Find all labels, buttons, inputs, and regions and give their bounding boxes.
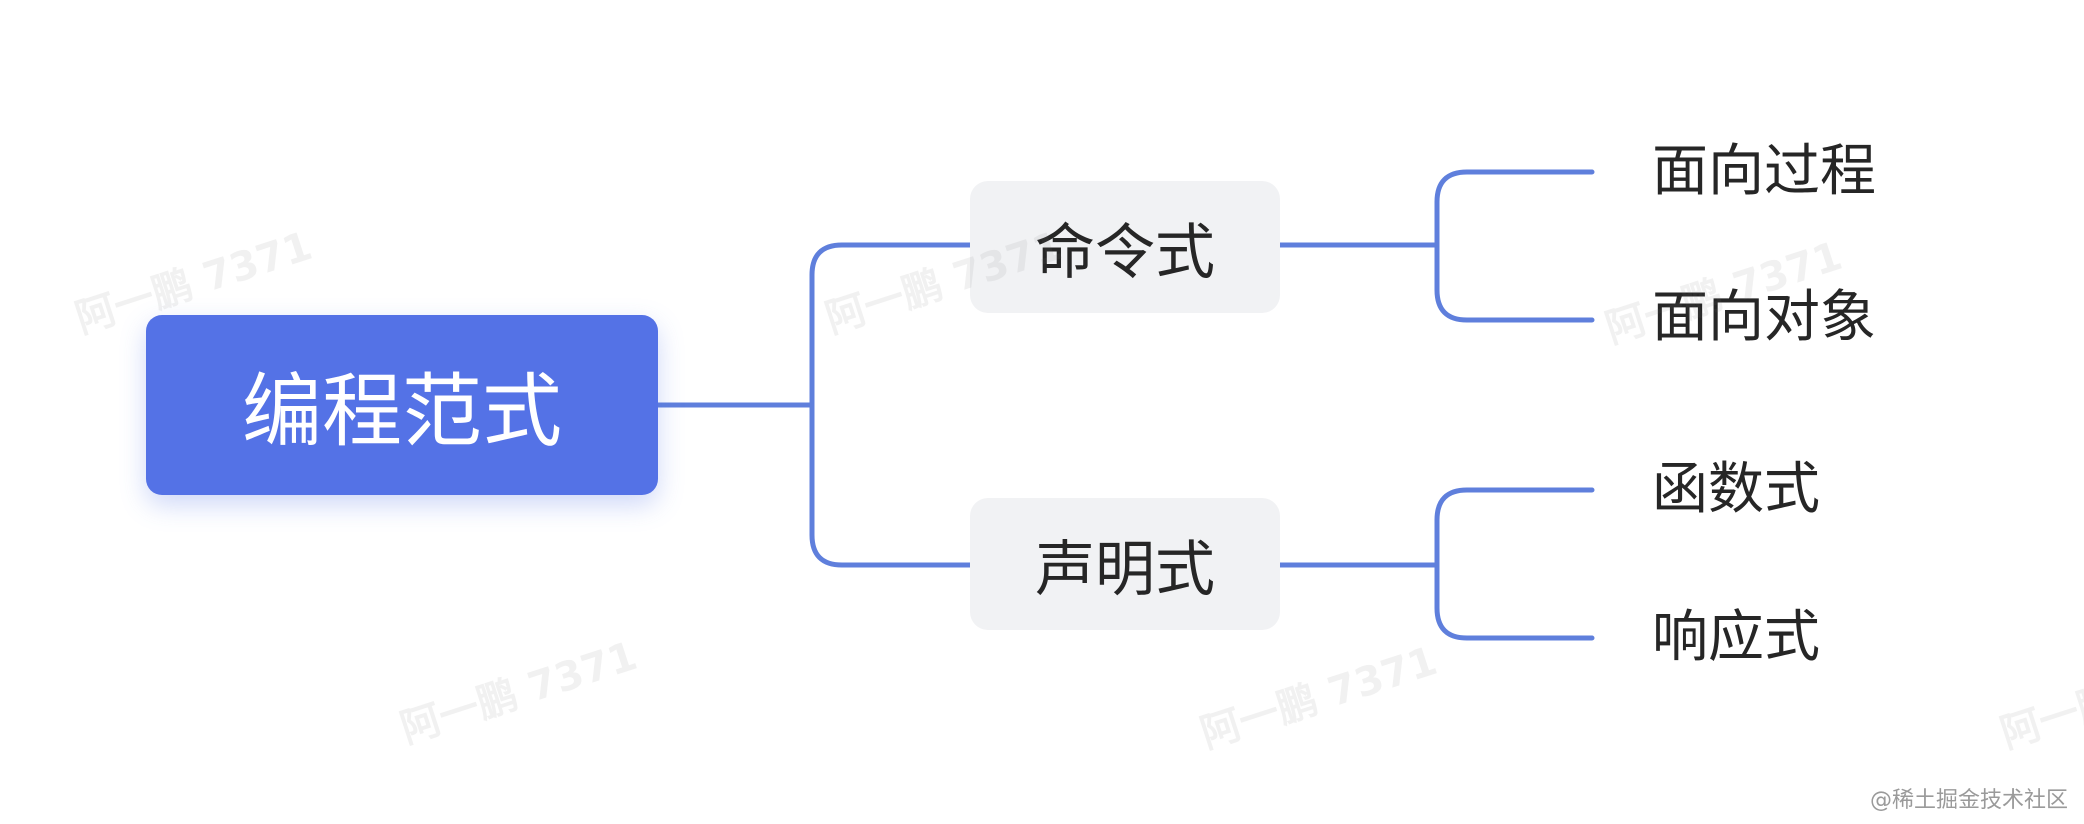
branch-node-label: 声明式	[1035, 534, 1215, 605]
source-credit: @稀土掘金技术社区	[1869, 788, 2068, 813]
connector-declarative-to-leaves	[1277, 487, 1595, 641]
branch-node-imperative[interactable]: 命令式	[970, 181, 1280, 313]
root-node[interactable]: 编程范式	[146, 315, 658, 495]
root-node-label: 编程范式	[242, 365, 562, 458]
connector-root-to-declarative	[809, 402, 973, 568]
leaf-node-procedural[interactable]: 面向过程	[1652, 139, 1876, 204]
connector-root-to-imperative	[655, 242, 973, 408]
leaf-node-object-oriented[interactable]: 面向对象	[1652, 285, 1876, 350]
branch-node-label: 命令式	[1035, 217, 1215, 288]
connector-imperative-to-leaves	[1277, 169, 1595, 323]
leaf-node-functional[interactable]: 函数式	[1652, 457, 1820, 522]
branch-node-declarative[interactable]: 声明式	[970, 498, 1280, 630]
leaf-node-reactive[interactable]: 响应式	[1652, 605, 1820, 670]
